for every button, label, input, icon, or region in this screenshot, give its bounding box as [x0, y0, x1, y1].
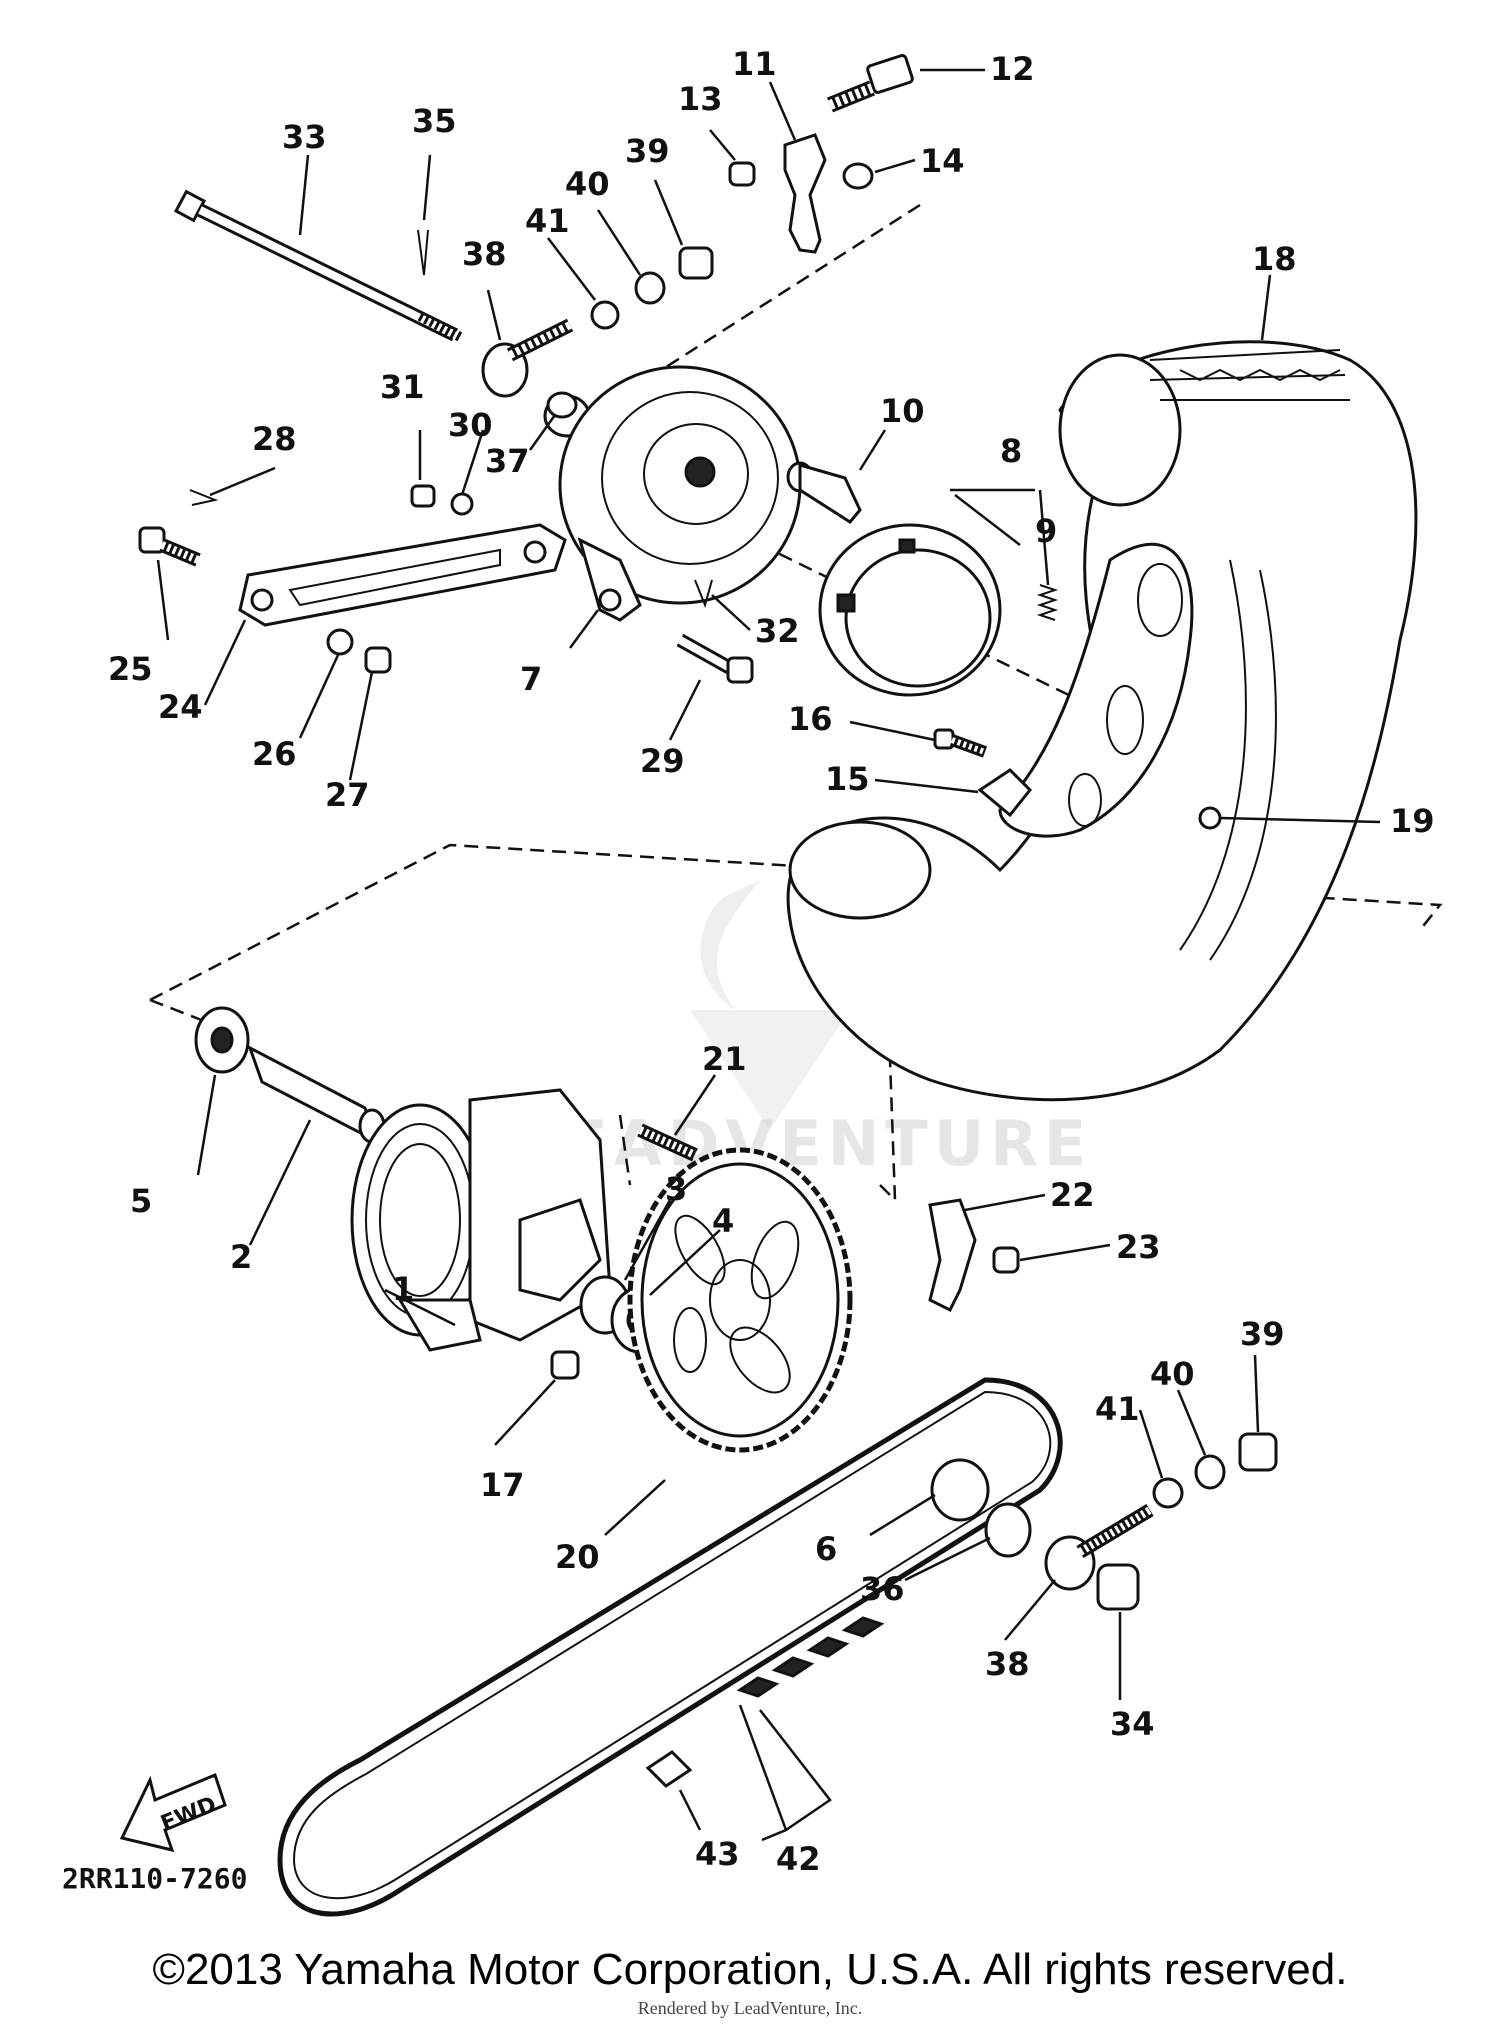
brake-camshaft-lever [783, 133, 827, 254]
chain-adjuster-top [481, 318, 574, 398]
callout-4: 4 [712, 1202, 734, 1240]
bushing-6 [930, 1458, 990, 1522]
callout-19: 19 [1390, 802, 1435, 840]
watermark-text: LEADVENTURE [520, 1107, 1092, 1180]
cotter-pin [417, 229, 429, 276]
callout-18: 18 [1252, 240, 1297, 278]
callout-43: 43 [695, 1835, 740, 1873]
brake-camshaft [786, 461, 862, 524]
lock-washer-22 [928, 1198, 977, 1313]
tire-and-wheel [786, 340, 1418, 1102]
callout-34: 34 [1110, 1705, 1155, 1743]
washer-30 [450, 492, 474, 516]
callout-17: 17 [480, 1466, 525, 1504]
bolt-12 [826, 54, 914, 113]
lock-washer-top [634, 271, 666, 305]
callout-7: 7 [520, 660, 542, 698]
tension-bar [238, 523, 567, 627]
rear-sprocket [627, 1147, 853, 1453]
callout-42: 42 [776, 1840, 821, 1878]
callout-41-bottom: 41 [1095, 1390, 1140, 1428]
watermark: LEADVENTURE [520, 880, 1092, 1180]
cotter-pin-28 [189, 489, 219, 506]
cotter-pin-32 [694, 579, 713, 609]
callout-31: 31 [380, 368, 425, 406]
leader-lines [156, 68, 1381, 1842]
adjuster-nut-top [678, 246, 714, 280]
callout-36: 36 [860, 1570, 905, 1608]
callout-12: 12 [990, 50, 1035, 88]
brake-shoe-kit [818, 523, 1002, 697]
nut-13 [728, 161, 756, 187]
rendered-by-credit: Rendered by LeadVenture, Inc. [637, 1998, 863, 2018]
bolt-25 [138, 526, 201, 567]
nut-17 [550, 1350, 580, 1380]
bolt-29 [676, 633, 754, 684]
nut-31 [410, 484, 436, 508]
callout-38-top: 38 [462, 235, 507, 273]
hub-assembly [194, 1006, 698, 1380]
callout-14: 14 [920, 142, 965, 180]
callout-30: 30 [448, 406, 493, 444]
adjuster-nut-bottom [1238, 1432, 1278, 1472]
master-link [645, 1750, 693, 1788]
washer-14 [842, 162, 874, 190]
callout-26: 26 [252, 735, 297, 773]
callout-1: 1 [392, 1270, 414, 1308]
callout-40-top: 40 [565, 165, 610, 203]
callout-11: 11 [732, 45, 777, 83]
callout-39-bottom: 39 [1240, 1315, 1285, 1353]
callout-21: 21 [702, 1040, 747, 1078]
washer-26 [326, 628, 354, 656]
callout-8: 8 [1000, 432, 1022, 470]
lock-washer-bottom [1194, 1454, 1226, 1490]
collar-36 [984, 1502, 1032, 1558]
callout-23: 23 [1116, 1228, 1161, 1266]
callout-39-top: 39 [625, 132, 670, 170]
drive-chain [277, 1377, 1063, 1917]
callouts: 1 2 3 4 5 6 7 8 9 10 11 12 13 14 15 16 1… [108, 45, 1435, 1878]
nut-27 [364, 646, 392, 674]
callout-16: 16 [788, 700, 833, 738]
callout-27: 27 [325, 776, 370, 814]
rear-axle [173, 189, 465, 343]
callout-32: 32 [755, 612, 800, 650]
bolt-16 [933, 728, 988, 758]
adjuster-bolt-nut-34 [1096, 1563, 1140, 1611]
washer-top [590, 300, 620, 330]
callout-35: 35 [412, 102, 457, 140]
callout-9: 9 [1035, 512, 1057, 550]
fwd-arrow-icon: FWD [119, 1772, 227, 1853]
callout-38-bottom: 38 [985, 1645, 1030, 1683]
callout-6: 6 [815, 1530, 837, 1568]
callout-40-bottom: 40 [1150, 1355, 1195, 1393]
callout-3: 3 [665, 1170, 687, 1208]
callout-37: 37 [485, 442, 530, 480]
copyright-notice: ©2013 Yamaha Motor Corporation, U.S.A. A… [152, 1945, 1348, 1994]
callout-5: 5 [130, 1182, 152, 1220]
callout-2: 2 [230, 1238, 252, 1276]
washer-bottom [1152, 1477, 1184, 1509]
chain-adjuster-bottom [1044, 1503, 1154, 1591]
callout-29: 29 [640, 742, 685, 780]
callout-15: 15 [825, 760, 870, 798]
brake-spring [1036, 584, 1059, 621]
callout-41-top: 41 [525, 202, 570, 240]
callout-22: 22 [1050, 1176, 1095, 1214]
callout-33: 33 [282, 118, 327, 156]
brake-assembly-group [138, 54, 1059, 697]
callout-20: 20 [555, 1538, 600, 1576]
valve-stem [977, 768, 1033, 818]
callout-10: 10 [880, 392, 925, 430]
callout-24: 24 [158, 688, 203, 726]
brake-shoe-plate [558, 365, 802, 622]
nut-23 [992, 1246, 1020, 1274]
callout-25: 25 [108, 650, 153, 688]
callout-28: 28 [252, 420, 297, 458]
diagram-code: 2RR110-7260 [62, 1862, 248, 1895]
callout-13: 13 [678, 80, 723, 118]
